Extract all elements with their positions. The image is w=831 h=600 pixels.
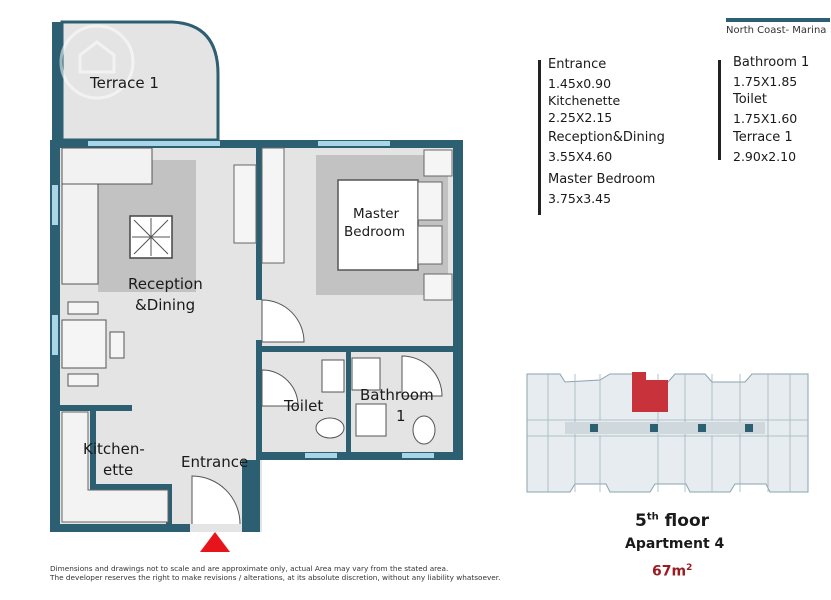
kitchen-counter [61, 411, 169, 523]
dining-table [61, 301, 125, 387]
label-kitchen-1: Kitchen- [83, 440, 145, 458]
wc [412, 415, 436, 445]
tv-unit [233, 164, 257, 244]
disclaimer-line-1: Dimensions and drawings not to scale and… [50, 564, 449, 573]
disclaimer-line-2: The developer reserves the right to make… [50, 573, 501, 582]
area-toilet-name: Toilet [733, 92, 768, 107]
area-total: 67m2 [652, 563, 693, 580]
wardrobe [261, 147, 285, 264]
area-reception-dims: 3.55X4.60 [548, 149, 613, 164]
area-kitchenette-name: Kitchenette [548, 93, 621, 108]
nightstand [423, 273, 453, 301]
label-master-1: Master [353, 206, 400, 222]
area-list-divider [718, 60, 721, 160]
sofa [61, 147, 153, 285]
project-name: North Coast- Marina [726, 25, 827, 36]
label-bathroom-2: 1 [396, 407, 406, 425]
label-entrance: Entrance [181, 453, 249, 471]
label-master-2: Bedroom [344, 224, 406, 240]
label-kitchen-2: ette [103, 461, 134, 479]
toilet-door [261, 369, 299, 407]
bathroom-door [401, 355, 443, 397]
shower-tray [355, 403, 387, 437]
windows [52, 141, 434, 458]
terrace-area [60, 20, 220, 142]
label-terrace: Terrace 1 [90, 74, 159, 92]
area-terrace-dims: 2.90x2.10 [733, 149, 797, 164]
area-kitchenette-dims: 2.25X2.15 [548, 110, 613, 125]
apartment-label: Apartment 4 [625, 536, 725, 552]
area-list-divider [538, 60, 541, 215]
area-master-dims: 3.75x3.45 [548, 191, 612, 206]
area-entrance-dims: 1.45x0.90 [548, 76, 612, 91]
shower-toilet [321, 359, 345, 393]
label-reception-2: &Dining [135, 296, 196, 314]
apartment-highlight [632, 372, 668, 412]
area-bathroom-name: Bathroom 1 [733, 55, 810, 70]
area-bathroom-dims: 1.75X1.85 [733, 74, 798, 89]
interior-walls [60, 145, 458, 524]
coffee-table [129, 215, 173, 259]
label-toilet: Toilet [284, 397, 324, 415]
entrance-marker [200, 532, 230, 552]
label-bathroom-1: Bathroom [360, 386, 434, 404]
bed [337, 179, 419, 271]
bedroom-door [261, 299, 305, 343]
logo-watermark [59, 24, 135, 100]
entrance-door [191, 475, 241, 525]
terrace-wall [52, 22, 62, 142]
shower [351, 357, 381, 391]
nightstand [423, 149, 453, 177]
floor-plan [50, 20, 463, 552]
area-entrance-name: Entrance [548, 57, 607, 72]
floor-label: 5th floor [635, 511, 710, 531]
area-terrace-name: Terrace 1 [733, 130, 793, 145]
area-toilet-dims: 1.75X1.60 [733, 111, 798, 126]
area-master-name: Master Bedroom [548, 172, 656, 187]
label-reception-1: Reception [128, 275, 203, 293]
header-accent-bar [726, 18, 830, 22]
area-reception-name: Reception&Dining [548, 130, 665, 145]
